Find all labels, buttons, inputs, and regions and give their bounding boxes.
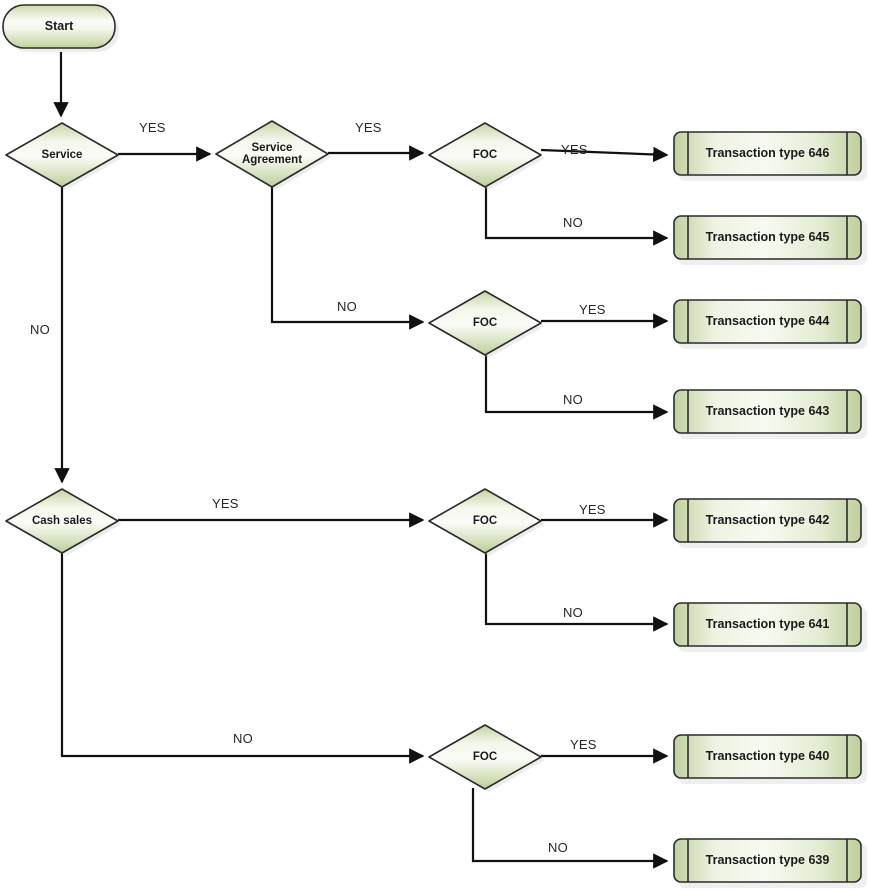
- edge-label-foc1-no: NO: [563, 215, 583, 230]
- edge-label-service-no: NO: [30, 322, 50, 337]
- edge-label-foc4-yes: YES: [570, 737, 597, 752]
- edge-label-foc1-yes: YES: [561, 142, 588, 157]
- connector-service-agreement-no: [270, 186, 425, 330]
- node-transaction-type-640[interactable]: Transaction type 640: [673, 734, 867, 784]
- connector-foc1-no: [484, 186, 669, 246]
- edge-label-service-yes: YES: [139, 120, 166, 135]
- node-transaction-type-645[interactable]: Transaction type 645: [673, 215, 867, 265]
- node-foc-3[interactable]: FOC: [428, 488, 545, 556]
- node-start[interactable]: Start: [2, 4, 120, 52]
- edge-label-cash-sales-yes: YES: [212, 496, 239, 511]
- connector-foc1-yes: [540, 146, 669, 163]
- edge-label-foc3-no: NO: [563, 605, 583, 620]
- node-foc-2[interactable]: FOC: [428, 290, 545, 358]
- connector-cash-sales-no: [60, 552, 425, 764]
- node-transaction-type-646[interactable]: Transaction type 646: [673, 131, 867, 181]
- node-foc-4[interactable]: FOC: [428, 724, 545, 792]
- connector-foc3-no: [484, 552, 669, 632]
- node-service[interactable]: Service: [5, 122, 122, 190]
- node-transaction-type-644[interactable]: Transaction type 644: [673, 299, 867, 349]
- edge-label-service-agreement-no: NO: [337, 299, 357, 314]
- node-cash-sales[interactable]: Cash sales: [5, 488, 122, 556]
- edge-label-foc4-no: NO: [548, 840, 568, 855]
- node-transaction-type-641[interactable]: Transaction type 641: [673, 602, 867, 652]
- node-service-agreement[interactable]: Service Agreement: [215, 120, 332, 190]
- edge-label-foc2-no: NO: [563, 392, 583, 407]
- node-transaction-type-642[interactable]: Transaction type 642: [673, 498, 867, 548]
- node-foc-1[interactable]: FOC: [428, 122, 545, 190]
- edge-label-foc3-yes: YES: [579, 502, 606, 517]
- connector-foc4-no: [471, 788, 669, 869]
- edge-label-foc2-yes: YES: [579, 302, 606, 317]
- connector-foc2-no: [484, 354, 669, 420]
- edge-label-cash-sales-no: NO: [233, 731, 253, 746]
- node-transaction-type-639[interactable]: Transaction type 639: [673, 838, 867, 888]
- node-transaction-type-643[interactable]: Transaction type 643: [673, 389, 867, 439]
- edge-label-service-agreement-yes: YES: [355, 120, 382, 135]
